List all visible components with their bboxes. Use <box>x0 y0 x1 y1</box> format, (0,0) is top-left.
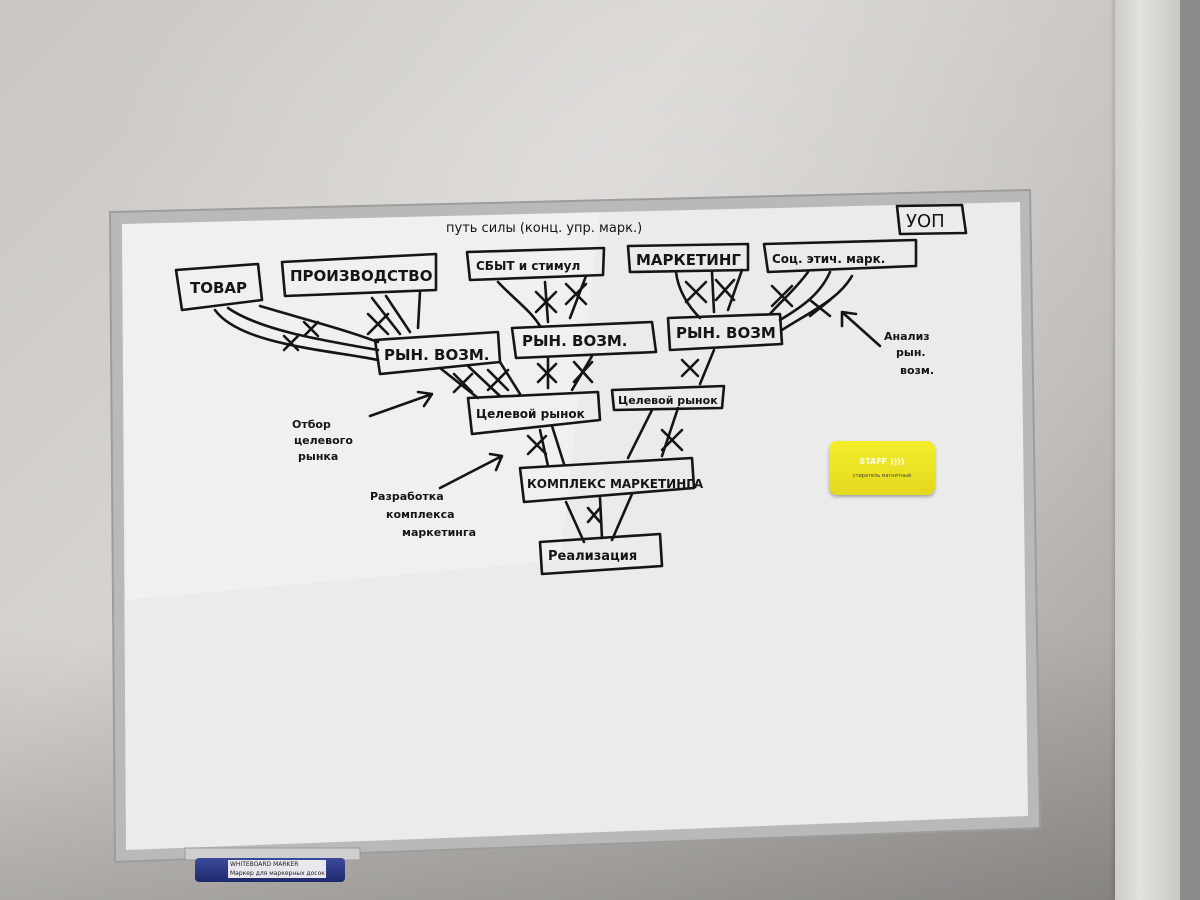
annotation-development-2: комплекса <box>386 508 455 521</box>
box-realization <box>538 532 664 576</box>
box-target-1 <box>466 390 602 436</box>
connector <box>674 270 702 320</box>
connector <box>726 268 744 312</box>
connector <box>564 500 586 544</box>
annotation-development-3: маркетинга <box>402 526 476 539</box>
cross-mark <box>302 320 320 338</box>
annotation-analysis-1: Анализ <box>884 330 930 343</box>
box-soc <box>762 238 918 274</box>
connector <box>550 424 566 466</box>
annotation-selection-3: рынка <box>298 450 338 463</box>
door-edge <box>1180 0 1200 900</box>
node-marketing: МАРКЕТИНГ <box>636 251 741 269</box>
connector <box>384 294 412 334</box>
node-ryn-voz-3: РЫН. ВОЗМ <box>676 324 776 342</box>
board-glare <box>122 212 600 600</box>
box-corner-tag <box>895 203 968 236</box>
node-ryn-voz-1: РЫН. ВОЗМ. <box>384 346 489 364</box>
cross-mark <box>452 372 474 394</box>
node-tovar: ТОВАР <box>190 279 247 297</box>
cross-mark <box>486 368 510 392</box>
connector <box>226 306 380 352</box>
connector <box>258 304 380 344</box>
cross-mark <box>586 506 602 524</box>
connector <box>538 428 550 468</box>
connector <box>698 348 716 386</box>
connector <box>416 290 422 330</box>
corner-tag: УОП <box>906 211 945 232</box>
cross-mark <box>534 290 558 314</box>
connector <box>610 492 634 542</box>
annotation-analysis-3: возм. <box>900 364 934 377</box>
annotation-development-1: Разработка <box>370 490 444 503</box>
connector <box>626 408 654 460</box>
node-complex: КОМПЛЕКС МАРКЕТИНГА <box>527 477 704 491</box>
node-sbyt: СБЫТ и стимул <box>476 259 580 273</box>
cross-mark <box>564 282 588 306</box>
marker-label-line-2: Маркер для маркерных досок <box>230 870 325 877</box>
box-sbyt <box>465 246 606 282</box>
annotation-analysis-2: рын. <box>896 346 926 359</box>
eraser-subtitle: стиратель магнитный <box>852 473 912 479</box>
node-soc: Соц. этич. марк. <box>772 252 885 266</box>
node-target-1: Целевой рынок <box>476 407 585 421</box>
cross-mark <box>526 434 548 456</box>
box-marketing <box>626 242 750 274</box>
board-title: путь силы (конц. упр. марк.) <box>446 221 642 236</box>
connector <box>466 364 502 398</box>
marker-label: WHITEBOARD MARKER Маркер для маркерных д… <box>228 860 326 878</box>
eraser-brand: STAFF )))) <box>859 457 905 466</box>
box-ryn-3 <box>666 312 784 352</box>
magnetic-eraser[interactable]: STAFF )))) стиратель магнитный <box>829 441 935 495</box>
cross-mark <box>572 360 594 384</box>
node-realization: Реализация <box>548 549 637 564</box>
marker-label-line-1: WHITEBOARD MARKER <box>230 861 299 868</box>
cross-mark <box>684 280 708 304</box>
node-proizvodstvo: ПРОИЗВОДСТВО <box>290 267 432 285</box>
cross-mark <box>282 334 300 352</box>
box-tovar <box>174 262 264 312</box>
board-surface <box>122 202 1028 850</box>
connector <box>710 270 716 314</box>
box-target-2 <box>610 384 726 412</box>
cross-mark <box>808 298 832 318</box>
cross-mark <box>770 284 794 308</box>
node-target-2: Целевой рынок <box>618 394 718 407</box>
cross-mark <box>714 278 736 302</box>
box-complex <box>518 456 696 504</box>
box-proizvodstvo <box>280 252 438 298</box>
annotation-selection-1: Отбор <box>292 418 331 431</box>
cross-mark <box>366 312 390 336</box>
connector <box>496 280 542 328</box>
arrow-selection <box>368 390 434 418</box>
cross-mark <box>536 362 558 384</box>
box-ryn-2 <box>510 320 658 360</box>
arrow-development <box>438 452 504 490</box>
cross-mark <box>660 428 684 452</box>
arrow-analysis <box>840 310 882 348</box>
connector <box>598 496 604 540</box>
annotation-selection-2: целевого <box>294 434 353 447</box>
cross-mark <box>680 358 700 378</box>
connector <box>498 360 522 396</box>
connector <box>768 270 810 316</box>
node-ryn-voz-2: РЫН. ВОЗМ. <box>522 332 627 350</box>
